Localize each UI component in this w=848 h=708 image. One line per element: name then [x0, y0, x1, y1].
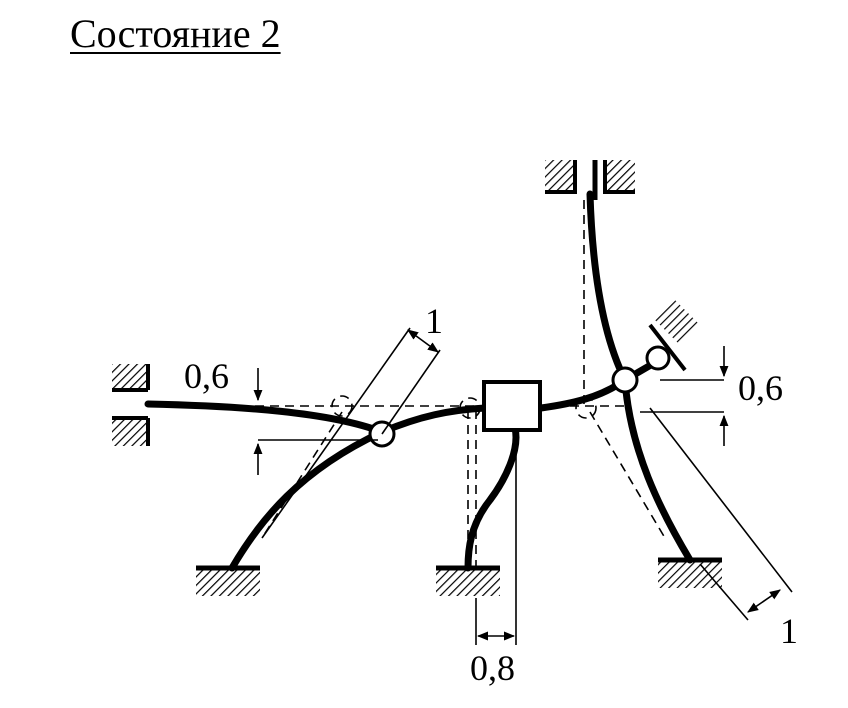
label-left-rotation: 1: [425, 301, 443, 341]
column-left: [228, 428, 386, 572]
dimension-bottom-shift: [475, 430, 517, 645]
rigid-node-box: [482, 380, 542, 432]
label-left-shift: 0,6: [184, 356, 229, 396]
column-middle: [464, 424, 520, 572]
diagram-title: Состояние 2: [70, 11, 281, 56]
hinge-support-right: [645, 345, 671, 371]
support-left-slider: [112, 364, 150, 446]
fixed-support-left: [196, 565, 260, 596]
dimension-right-rotation: [649, 407, 793, 621]
dimension-left-shift: [253, 368, 378, 475]
support-right-inclined: [648, 300, 700, 372]
fixed-support-right: [658, 557, 722, 588]
support-top-slider: [545, 160, 635, 194]
label-right-rotation: 1: [780, 611, 798, 651]
column-top: [586, 190, 629, 384]
beam-left: [144, 400, 386, 436]
label-right-shift: 0,6: [738, 368, 783, 408]
deformed-members: [144, 190, 694, 572]
dimension-left-rotation: [261, 327, 441, 539]
label-bottom-shift: 0,8: [470, 648, 515, 688]
beam-left-inner: [378, 404, 489, 436]
fixed-support-middle: [436, 565, 500, 596]
column-right: [621, 376, 694, 564]
hinge-right: [611, 366, 639, 394]
